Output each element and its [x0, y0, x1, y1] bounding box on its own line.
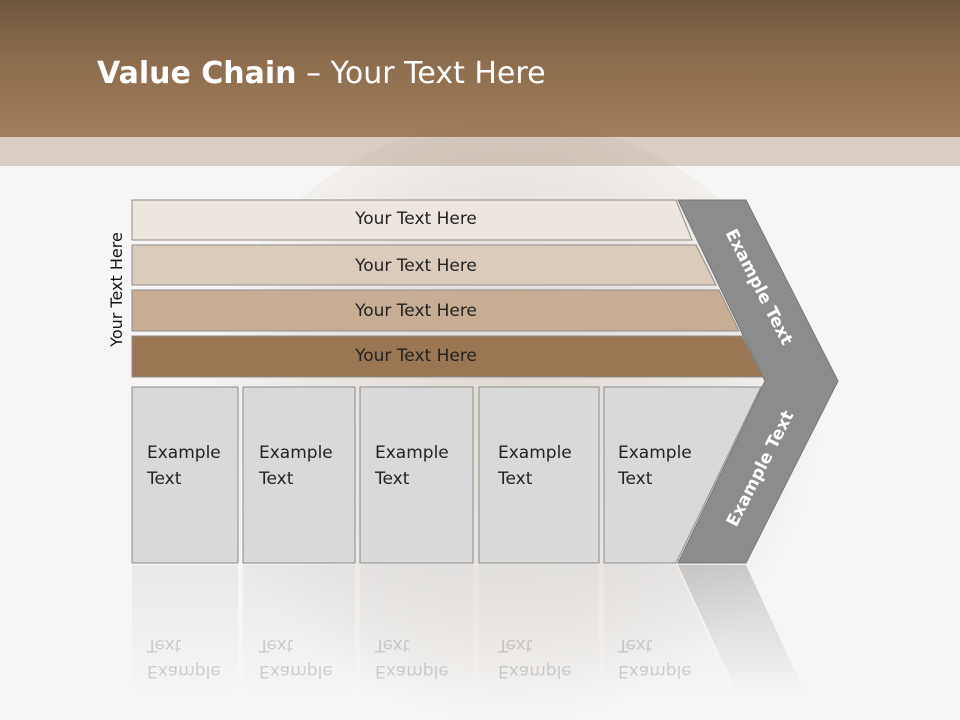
box-5 — [603, 386, 762, 564]
bar-2-label: Your Text Here — [355, 256, 477, 276]
box-4-reflection — [479, 565, 599, 695]
chevron-reflection — [678, 565, 806, 695]
box-1 — [131, 386, 239, 564]
chevron-arrow — [677, 199, 839, 564]
header-bar — [0, 0, 960, 137]
box-1-reflection — [132, 565, 238, 695]
page-title: Value Chain – Your Text Here — [97, 52, 546, 96]
box-2-reflection — [243, 565, 355, 695]
bar-3-label: Your Text Here — [355, 301, 477, 321]
header-band — [0, 137, 960, 166]
bar-1-label: Your Text Here — [355, 209, 477, 229]
title-bold: Value Chain — [97, 56, 297, 91]
bar-4-label: Your Text Here — [355, 346, 477, 366]
box-3 — [359, 386, 474, 564]
box-5-reflection — [604, 565, 735, 695]
box-2 — [242, 386, 356, 564]
title-rest: – Your Text Here — [296, 56, 546, 91]
bar-3 — [131, 289, 740, 332]
box-4 — [478, 386, 600, 564]
box-3-reflection — [360, 565, 473, 695]
bar-2 — [131, 244, 717, 286]
bar-1 — [131, 199, 693, 241]
